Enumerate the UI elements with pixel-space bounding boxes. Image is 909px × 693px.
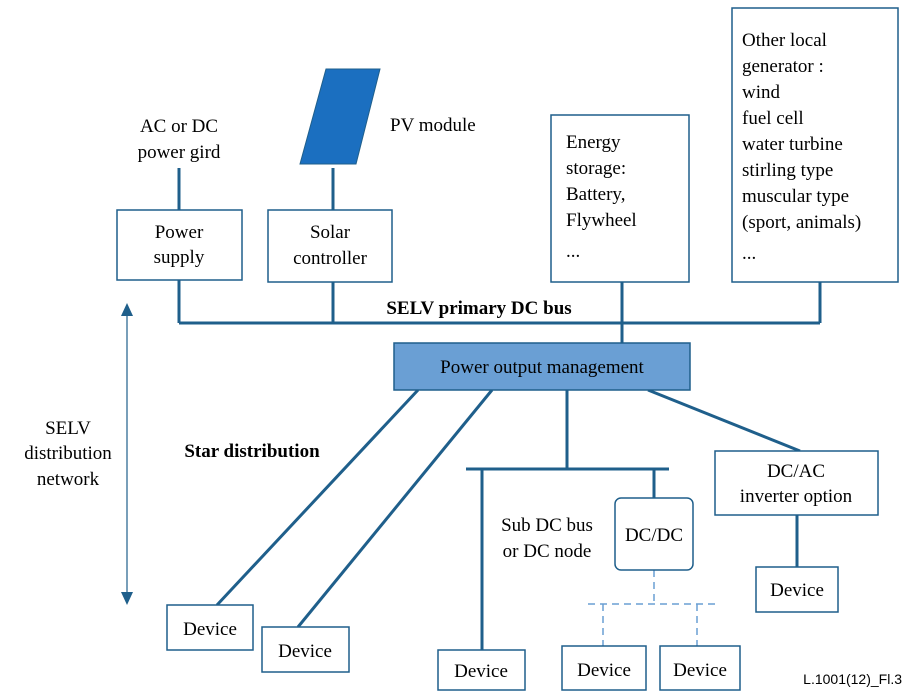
solar-controller-label-line1: Solar: [310, 222, 351, 243]
power-output-management-box: [393, 342, 691, 391]
power-supply-box: [116, 209, 243, 281]
other-generator-line: fuel cell: [742, 108, 804, 129]
star-line-1: [215, 388, 420, 607]
dc-ac-inverter-box: [714, 450, 879, 516]
other-generator-box: [731, 7, 899, 283]
solar-controller-box: [267, 209, 393, 283]
sub-bus-label-line2: or DC node: [503, 541, 592, 562]
inverter-label-line2: inverter option: [740, 486, 853, 507]
pv-module-label: PV module: [390, 115, 476, 136]
other-generator-line: water turbine: [742, 134, 843, 155]
management-label: Power output management: [440, 357, 644, 378]
device-label: Device: [577, 660, 631, 681]
star-line-2: [296, 389, 494, 628]
device-box-6: [755, 566, 839, 613]
device-label: Device: [454, 661, 508, 682]
selv-network-line: distribution: [24, 443, 112, 464]
other-generator-line: stirling type: [742, 160, 833, 181]
figure-id-label: L.1001(12)_Fl.3: [803, 671, 902, 687]
other-generator-line: ...: [742, 243, 756, 264]
device-box-3: [437, 649, 526, 691]
pv-module-panel: [299, 68, 381, 165]
device-label: Device: [278, 641, 332, 662]
energy-storage-line: Flywheel: [566, 210, 637, 231]
other-generator-line: wind: [742, 82, 781, 103]
other-generator-line: muscular type: [742, 186, 849, 207]
selv-network-line: SELV: [45, 418, 91, 439]
star-distribution-label: Star distribution: [184, 441, 320, 462]
sub-bus-label-line1: Sub DC bus: [501, 515, 593, 536]
power-supply-label-line2: supply: [154, 247, 205, 268]
energy-storage-line: storage:: [566, 158, 626, 179]
grid-label-line2: power gird: [138, 142, 221, 163]
other-generator-line: (sport, animals): [742, 212, 861, 233]
distribution-connections: [215, 388, 801, 650]
grid-label-line1: AC or DC: [140, 116, 218, 137]
selv-network-line: network: [37, 469, 100, 490]
dcdc-dashed-distribution: [588, 570, 717, 646]
inverter-feed-line: [647, 388, 801, 453]
device-box-2: [261, 626, 350, 673]
selv-range-arrow: [121, 303, 133, 605]
device-label: Device: [673, 660, 727, 681]
inverter-label-line1: DC/AC: [767, 461, 825, 482]
primary-bus-label: SELV primary DC bus: [386, 298, 571, 319]
device-label: Device: [183, 619, 237, 640]
dcdc-label: DC/DC: [625, 525, 683, 546]
energy-storage-line: Energy: [566, 132, 621, 153]
energy-storage-text: Energy storage: Battery, Flywheel ...: [566, 132, 637, 262]
device-box-5: [659, 645, 741, 691]
device-box-1: [166, 604, 254, 651]
solar-controller-label-line2: controller: [293, 248, 368, 269]
device-box-4: [561, 645, 647, 691]
primary-bus-connections: [177, 168, 822, 343]
power-supply-label-line1: Power: [155, 222, 204, 243]
other-generator-line: generator :: [742, 56, 824, 77]
energy-storage-line: Battery,: [566, 184, 625, 205]
device-label: Device: [770, 580, 824, 601]
energy-storage-line: ...: [566, 241, 580, 262]
energy-storage-box: [550, 114, 690, 283]
dcdc-box: [614, 497, 694, 571]
other-generator-line: Other local: [742, 30, 827, 51]
selv-network-text: SELV distribution network: [24, 418, 112, 490]
other-generator-text: Other local generator : wind fuel cell w…: [742, 30, 861, 264]
